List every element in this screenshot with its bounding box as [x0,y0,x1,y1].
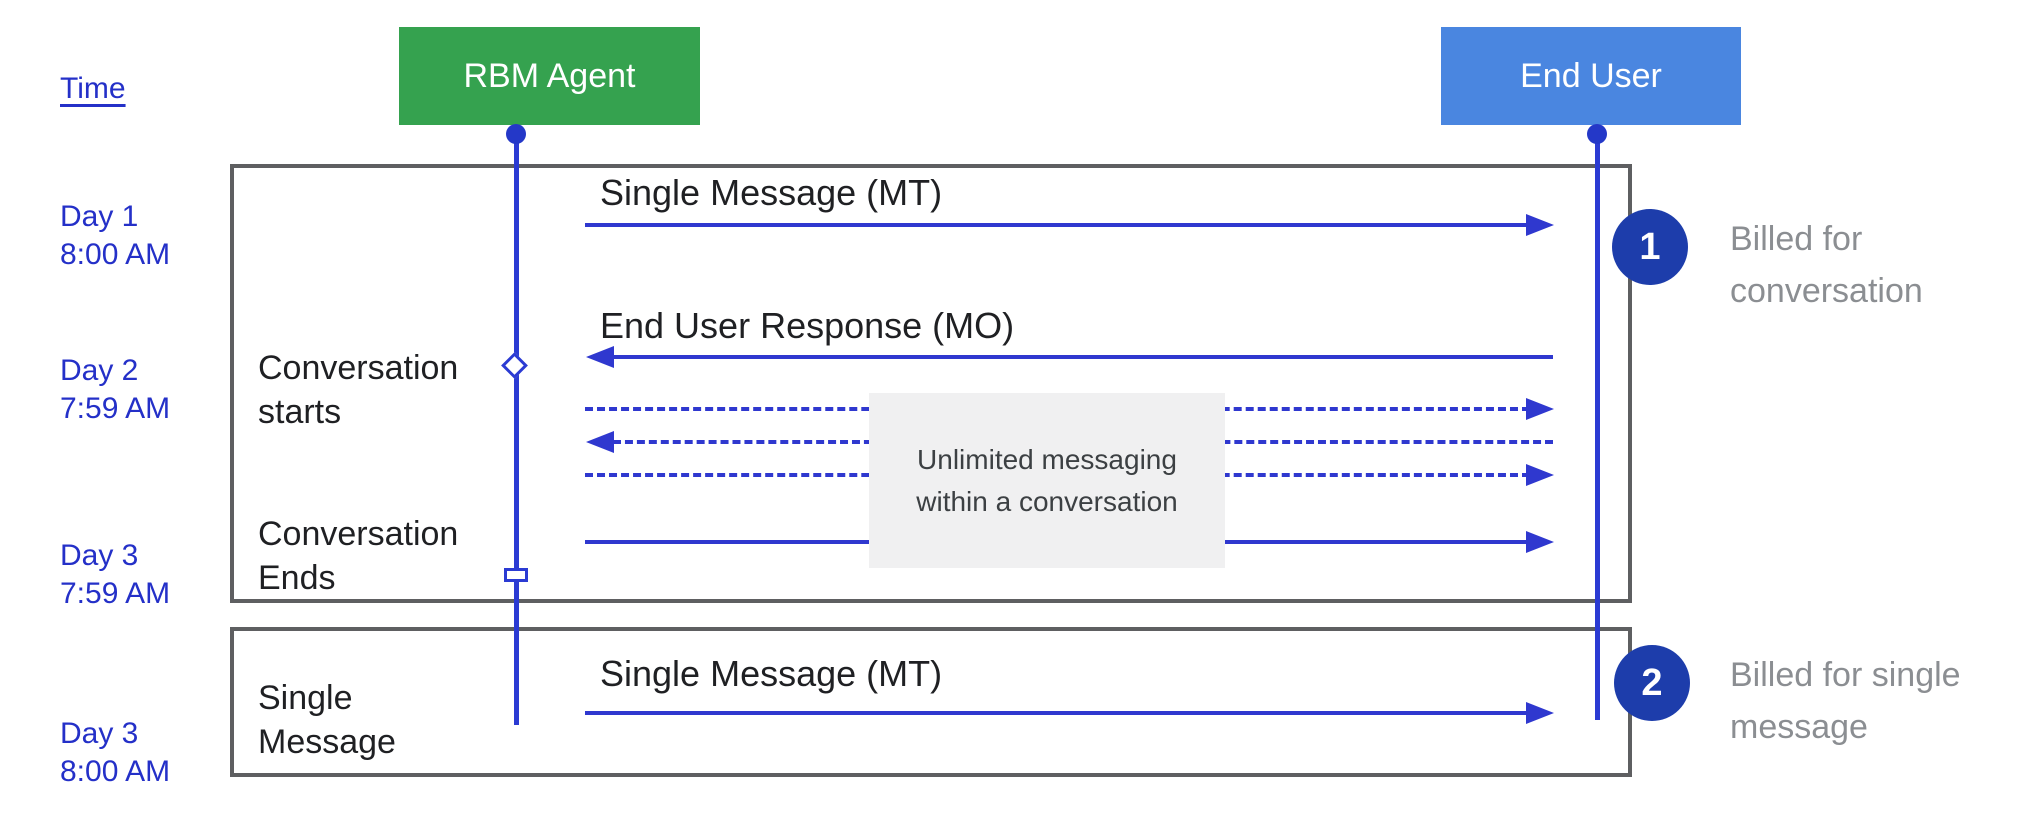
single-message-frame [230,627,1632,777]
arrow-shaft [585,711,1530,715]
unlimited-messaging-note: Unlimited messaging within a conversatio… [869,393,1225,568]
arrowhead-right-icon [1526,464,1554,486]
single-message-side-label: Single Message [258,679,396,761]
message-label-single-message-mt-2: Single Message (MT) [600,653,943,694]
message-label-single-message-mt: Single Message (MT) [600,172,943,213]
timestamp-day3: Day 3 7:59 AM [60,539,171,610]
arrow-shaft [613,355,1553,359]
rbm-agent-lifeline [514,127,519,725]
end-user-actor-box: End User [1441,27,1741,125]
conversation-ends-label: Conversation Ends [258,515,459,597]
billed-for-single-message-label: Billed for single message [1730,656,1961,746]
timestamp-day2: Day 2 7:59 AM [60,354,171,425]
timestamp-day1: Day 1 8:00 AM [60,200,171,271]
billing-badge-2: 2 [1614,645,1690,721]
billing-badge-1: 1 [1612,209,1688,285]
conversation-end-square-icon [504,568,528,582]
timestamp-day3-second: Day 3 8:00 AM [60,717,171,788]
arrow-shaft [585,223,1530,227]
arrowhead-left-icon [586,346,614,368]
message-label-end-user-response-mo: End User Response (MO) [600,305,1015,346]
conversation-frame [230,164,1632,603]
end-user-lifeline-dot-icon [1587,124,1607,144]
conversation-starts-label: Conversation starts [258,349,459,431]
arrowhead-left-icon [586,431,614,453]
arrowhead-right-icon [1526,398,1554,420]
time-column-heading: Time [60,72,126,105]
rbm-agent-actor-box: RBM Agent [399,27,700,125]
arrowhead-right-icon [1526,531,1554,553]
arrowhead-right-icon [1526,702,1554,724]
rbm-agent-lifeline-dot-icon [506,124,526,144]
arrowhead-right-icon [1526,214,1554,236]
billed-for-conversation-label: Billed for conversation [1730,220,1923,310]
end-user-lifeline [1595,127,1600,720]
